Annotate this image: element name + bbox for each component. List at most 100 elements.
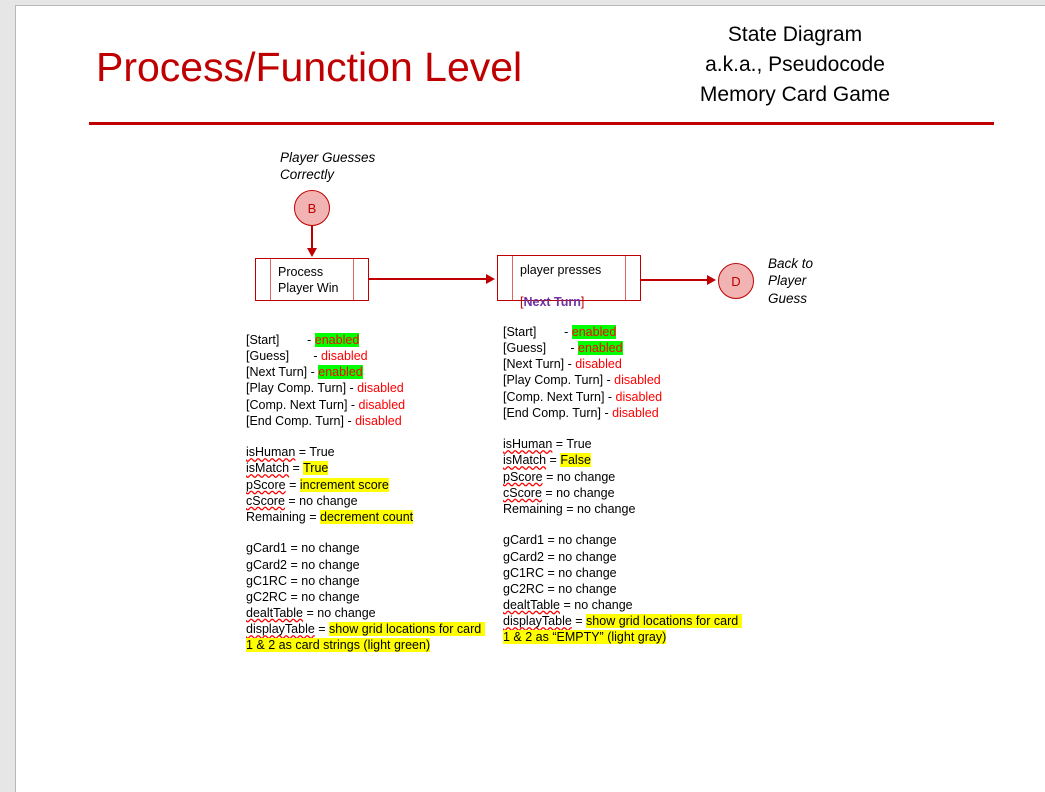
state-dash: -: [347, 413, 356, 428]
state-dash: -: [607, 389, 616, 404]
variable-equals: =: [305, 509, 321, 524]
variable-value: no change: [301, 541, 360, 556]
variable-equals: =: [544, 581, 559, 596]
press-bar-right: [624, 256, 626, 300]
variable-equals: =: [314, 622, 330, 636]
process-box-label: Process Player Win: [278, 264, 339, 295]
display-line-left: displayTable = show grid locations for c…: [246, 621, 486, 653]
state-value: disabled: [355, 413, 402, 428]
state-name: [Guess]: [503, 341, 571, 356]
variable-line: isHuman = True: [246, 444, 486, 460]
arrow-process-to-press-head: [486, 274, 495, 284]
variable-equals: =: [289, 461, 304, 476]
variable-equals: =: [541, 485, 557, 500]
variable-value: no change: [558, 565, 617, 580]
variable-line: dealtTable = no change: [503, 597, 743, 613]
variable-name: isHuman: [503, 437, 553, 452]
variable-name: dealtTable: [246, 605, 303, 620]
variable-equals: =: [546, 453, 561, 468]
variable-line: displayTable = show grid locations for c…: [503, 613, 743, 645]
variable-line: gCard2 = no change: [503, 549, 743, 565]
state-value: disabled: [615, 389, 663, 404]
page-title: Process/Function Level: [96, 44, 523, 90]
variable-name: isMatch: [503, 453, 547, 468]
state-line: [Play Comp. Turn] - disabled: [246, 380, 486, 396]
variable-value: no change: [556, 469, 616, 484]
variable-name: Remaining: [503, 501, 563, 516]
variable-name: cScore: [246, 493, 285, 508]
state-value: disabled: [357, 381, 404, 396]
state-dash: -: [313, 349, 322, 364]
variable-value: no change: [301, 557, 360, 572]
state-name: [Play Comp. Turn]: [246, 381, 350, 396]
variable-name: isMatch: [246, 461, 290, 476]
variable-line: gCard2 = no change: [246, 557, 486, 573]
variable-value: decrement count: [320, 509, 414, 524]
state-name: [Next Turn]: [246, 365, 311, 380]
state-dash: -: [349, 381, 358, 396]
header-subtitle-line-3: Memory Card Game: [699, 82, 891, 106]
variable-name: gC2RC: [246, 589, 287, 604]
variable-equals: =: [287, 589, 302, 604]
press-bar-left: [512, 256, 514, 300]
state-value: disabled: [575, 357, 622, 372]
variable-equals: =: [544, 565, 559, 580]
variable-name: isHuman: [246, 445, 296, 460]
flow-note-exit: Back to Player Guess: [768, 256, 814, 306]
state-dash: -: [570, 341, 579, 356]
state-value: enabled: [578, 341, 623, 356]
pseudocode-column-left: [Start] - enabled[Guess] - disabled[Next…: [246, 332, 486, 653]
state-line: [Comp. Next Turn] - disabled: [503, 389, 743, 405]
variable-equals: =: [544, 549, 559, 564]
process-bar-right: [352, 259, 354, 300]
column-spacer: [503, 517, 743, 533]
variable-name: gCard1: [246, 541, 287, 556]
arrow-press-to-d-head: [707, 275, 716, 285]
variable-line: isMatch = False: [503, 452, 743, 468]
variable-equals: =: [287, 573, 302, 588]
variable-value: True: [309, 445, 335, 460]
header-subtitle-line-1: State Diagram: [727, 23, 863, 46]
press-box-label: player presses [Next Turn]: [520, 246, 601, 310]
state-line: [End Comp. Turn] - disabled: [503, 405, 743, 421]
variable-value: show grid locations for card 1 & 2 as ca…: [246, 622, 485, 653]
variable-line: cScore = no change: [246, 493, 486, 509]
state-dash: -: [307, 333, 315, 347]
variable-value: True: [566, 437, 592, 452]
header-subtitle: State Diagram a.k.a., Pseudocode Memory …: [585, 20, 1005, 109]
process-box-player-presses: player presses [Next Turn]: [497, 255, 641, 309]
state-value: enabled: [571, 325, 617, 339]
state-line: [Guess] - disabled: [246, 348, 486, 364]
state-dash: -: [350, 397, 359, 412]
state-line: [Next Turn] - enabled: [246, 364, 486, 380]
header-divider-rule: [89, 122, 994, 125]
state-name: [Comp. Next Turn]: [503, 389, 608, 404]
variable-line: isHuman = True: [503, 436, 743, 452]
state-line: [Guess] - enabled: [503, 340, 743, 356]
arrow-b-to-process-head: [307, 248, 317, 257]
variable-value: increment score: [299, 477, 389, 492]
variable-line: Remaining = decrement count: [246, 509, 486, 525]
state-list-right: [Start] - enabled[Guess] - enabled[Next …: [503, 324, 743, 421]
process-box-player-win: Process Player Win: [255, 258, 369, 301]
variable-name: gCard1: [503, 533, 544, 548]
variable-value: True: [303, 461, 329, 476]
state-value: disabled: [321, 349, 368, 364]
variable-line: displayTable = show grid locations for c…: [246, 621, 486, 653]
slide-gutter-left: [0, 0, 15, 792]
state-name: [End Comp. Turn]: [246, 413, 348, 428]
state-value: enabled: [318, 365, 363, 380]
press-box-line-1: player presses: [520, 263, 602, 277]
variable-value: no change: [558, 533, 617, 548]
arrow-b-to-process-line: [311, 226, 313, 250]
variable-line: gC1RC = no change: [246, 573, 486, 589]
press-bracket-open: [: [520, 295, 524, 309]
connector-circle-d: D: [718, 263, 754, 299]
state-name: [Play Comp. Turn]: [503, 373, 607, 388]
process-bar-left: [270, 259, 272, 300]
variable-line: pScore = no change: [503, 469, 743, 485]
arrow-process-to-press-line: [369, 278, 487, 280]
variable-equals: =: [284, 493, 300, 508]
